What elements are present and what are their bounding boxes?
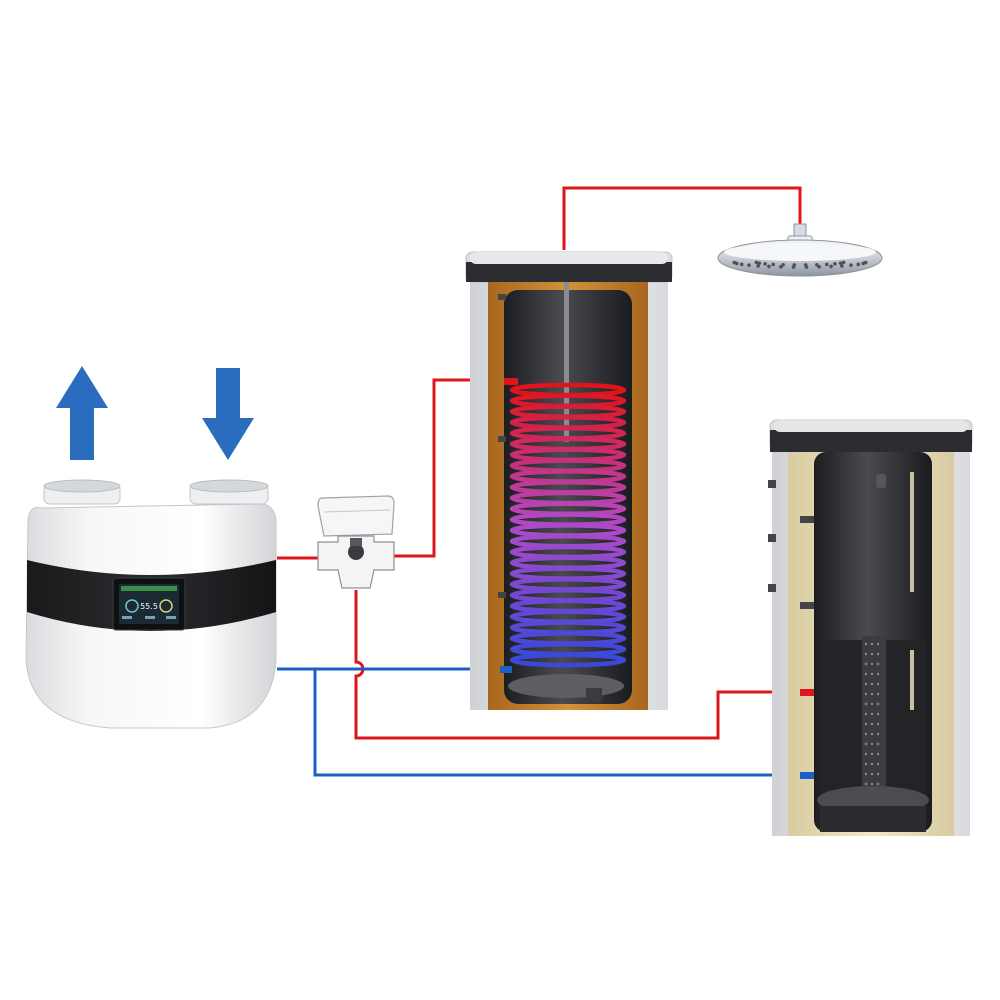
arrow-up-icon: [56, 366, 108, 460]
shower-nozzles: [732, 260, 868, 269]
shower-nozzle: [763, 262, 767, 266]
shower-nozzle: [841, 260, 846, 265]
valve-actuator: [317, 495, 395, 537]
stratification-tube: [862, 636, 886, 816]
shower-nozzle: [757, 261, 762, 265]
coil-storage-tank: [465, 251, 673, 710]
shower-head-icon: [717, 223, 883, 277]
shower-nozzle: [824, 262, 829, 267]
shower-nozzle: [771, 262, 776, 267]
cold-pipe-to-buffer: [313, 669, 800, 777]
display-temperature: 55.5: [140, 602, 158, 611]
shower-nozzle: [754, 260, 759, 265]
shower-nozzle: [849, 263, 853, 267]
anode-rod: [564, 282, 569, 442]
arrow-down-icon: [202, 368, 254, 460]
coil-ring: [509, 652, 627, 668]
shower-nozzle: [756, 264, 760, 268]
buffer-storage-tank: [768, 419, 973, 836]
shower-nozzle: [792, 263, 797, 267]
shower-nozzle: [829, 264, 833, 269]
hot-pipe-valve-to-buffer: [354, 590, 800, 740]
pipe-network: [277, 186, 802, 777]
shower-nozzle: [838, 261, 843, 265]
shower-nozzle: [739, 262, 744, 267]
heat-exchanger-coil: [509, 382, 627, 668]
shower-nozzle: [817, 264, 821, 269]
shower-nozzle: [735, 261, 739, 266]
shower-nozzle: [833, 262, 837, 266]
shower-nozzle: [779, 264, 783, 269]
valve-body: [317, 535, 395, 589]
shower-nozzle: [803, 263, 808, 267]
shower-nozzle: [815, 262, 819, 267]
shower-nozzle: [863, 260, 868, 265]
shower-nozzle: [840, 264, 844, 268]
shower-nozzle: [767, 264, 771, 269]
heat-pump-unit: 55.5: [25, 479, 277, 729]
valve-icon: [317, 495, 395, 589]
hot-pipe-to-shower: [562, 186, 802, 250]
shower-nozzle: [747, 263, 751, 267]
shower-nozzle: [856, 262, 861, 267]
shower-nozzle: [781, 262, 785, 267]
